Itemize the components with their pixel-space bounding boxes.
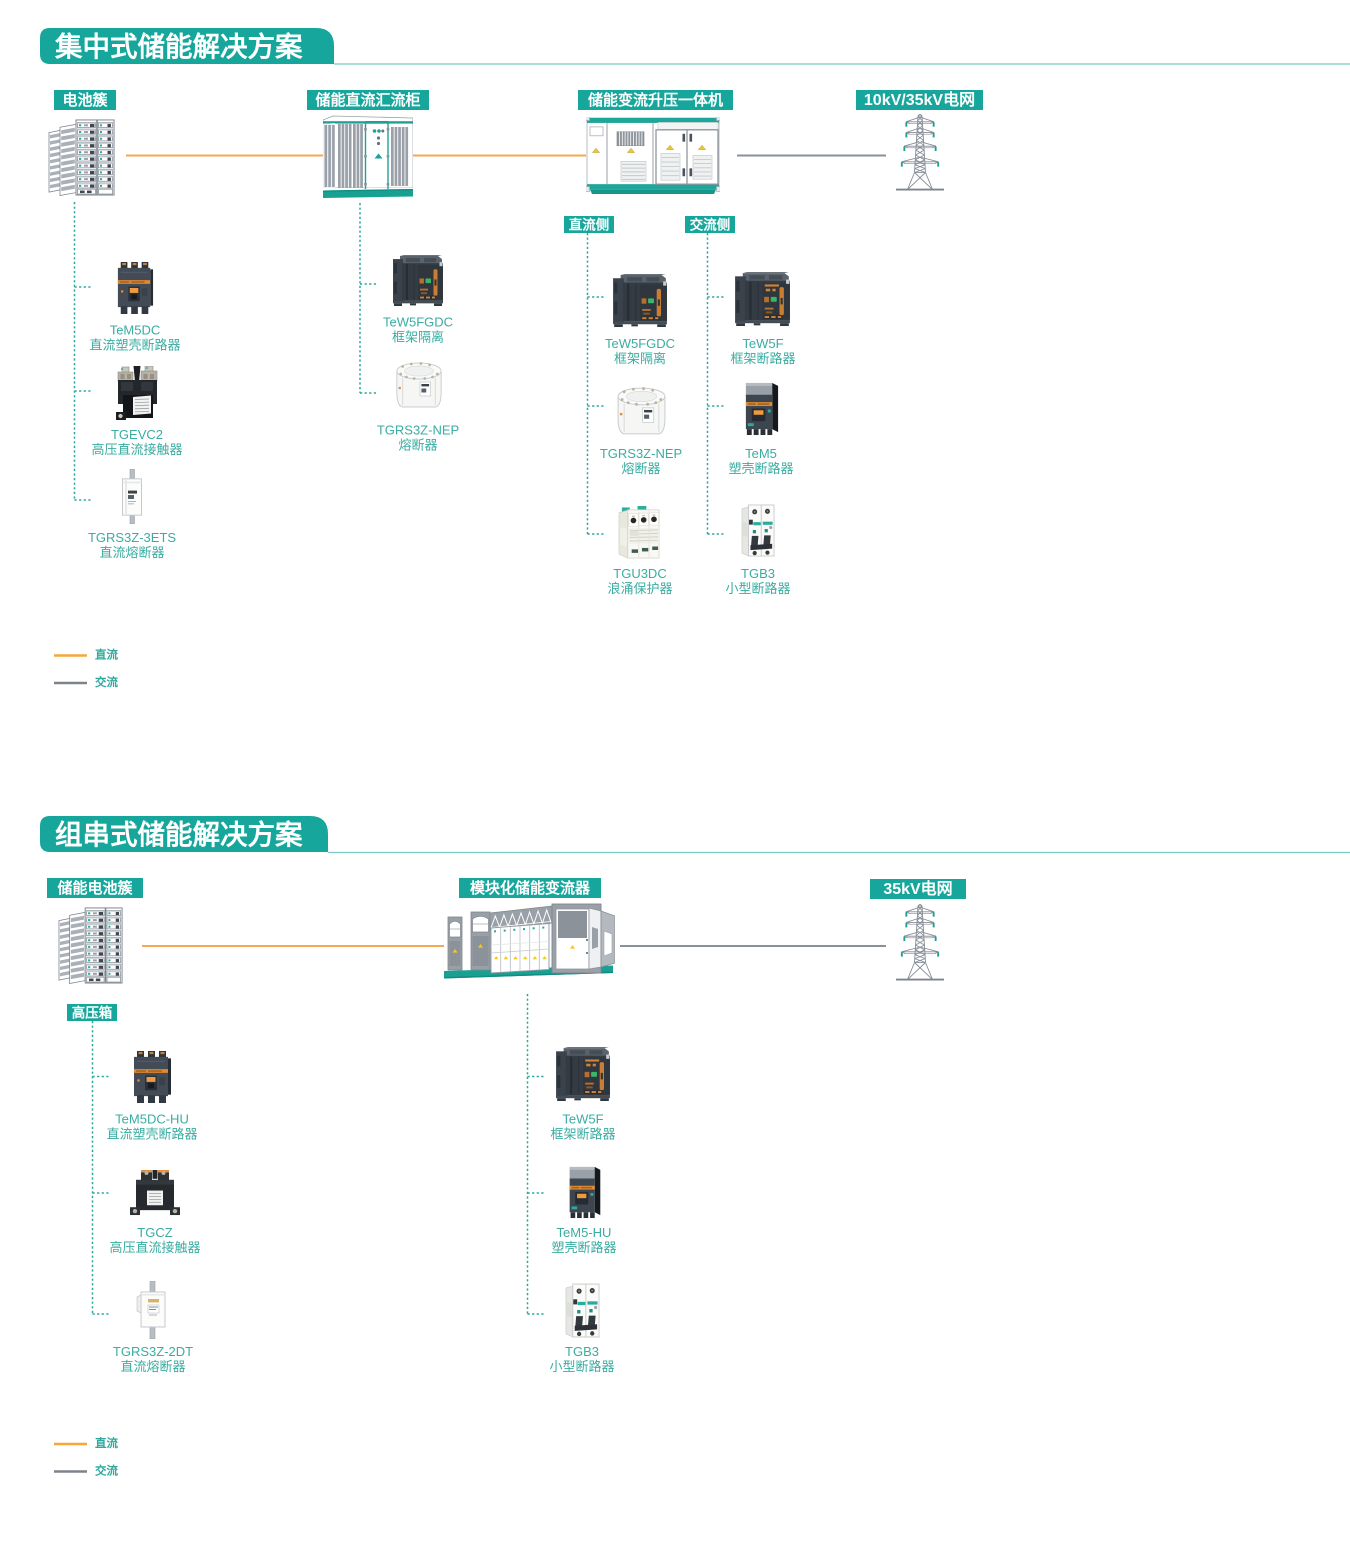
svg-text:交流: 交流 [95, 1464, 118, 1478]
svg-text:TeW5F: TeW5F [742, 336, 783, 351]
svg-text:小型断路器: 小型断路器 [725, 581, 790, 596]
svg-text:35kV电网: 35kV电网 [883, 879, 952, 898]
svg-text:塑壳断路器: 塑壳断路器 [728, 461, 793, 476]
svg-text:TGRS3Z-3ETS: TGRS3Z-3ETS [88, 530, 176, 545]
svg-text:TGRS3Z-NEP: TGRS3Z-NEP [600, 446, 682, 461]
svg-text:高压直流接触器: 高压直流接触器 [109, 1240, 200, 1255]
svg-text:TGU3DC: TGU3DC [613, 566, 666, 581]
svg-text:TeM5DC: TeM5DC [110, 323, 161, 338]
svg-text:高压箱: 高压箱 [72, 1005, 113, 1021]
svg-text:储能电池簇: 储能电池簇 [57, 879, 133, 897]
svg-text:TeM5DC-HU: TeM5DC-HU [115, 1112, 189, 1127]
svg-text:熔断器: 熔断器 [398, 438, 437, 453]
svg-text:模块化储能变流器: 模块化储能变流器 [470, 879, 591, 897]
svg-text:熔断器: 熔断器 [621, 461, 660, 476]
svg-text:TGRS3Z-NEP: TGRS3Z-NEP [377, 423, 459, 438]
svg-text:集中式储能解决方案: 集中式储能解决方案 [54, 31, 303, 62]
svg-text:浪涌保护器: 浪涌保护器 [607, 581, 672, 596]
svg-text:电池簇: 电池簇 [62, 91, 108, 109]
svg-text:TeM5: TeM5 [745, 446, 777, 461]
svg-text:TeW5FGDC: TeW5FGDC [605, 336, 675, 351]
svg-text:塑壳断路器: 塑壳断路器 [551, 1240, 616, 1255]
svg-text:10kV/35kV电网: 10kV/35kV电网 [864, 90, 975, 109]
svg-text:框架断路器: 框架断路器 [550, 1127, 615, 1142]
svg-text:框架隔离: 框架隔离 [392, 330, 444, 345]
svg-text:直流: 直流 [95, 1436, 118, 1450]
svg-text:直流熔断器: 直流熔断器 [99, 545, 164, 560]
svg-text:储能变流升压一体机: 储能变流升压一体机 [588, 91, 723, 109]
svg-text:TeW5F: TeW5F [562, 1112, 603, 1127]
svg-text:直流塑壳断路器: 直流塑壳断路器 [106, 1127, 197, 1142]
svg-text:TeM5-HU: TeM5-HU [557, 1225, 612, 1240]
svg-text:TGRS3Z-2DT: TGRS3Z-2DT [113, 1344, 193, 1359]
svg-text:组串式储能解决方案: 组串式储能解决方案 [55, 819, 303, 850]
svg-text:直流: 直流 [95, 648, 118, 662]
svg-text:小型断路器: 小型断路器 [549, 1359, 614, 1374]
svg-text:直流塑壳断路器: 直流塑壳断路器 [89, 338, 180, 353]
svg-text:TeW5FGDC: TeW5FGDC [383, 315, 453, 330]
svg-text:TGEVC2: TGEVC2 [111, 427, 163, 442]
svg-text:交流: 交流 [95, 675, 118, 689]
svg-text:高压直流接触器: 高压直流接触器 [91, 442, 182, 457]
svg-text:框架断路器: 框架断路器 [730, 351, 795, 366]
svg-text:TGB3: TGB3 [565, 1344, 599, 1359]
svg-text:直流侧: 直流侧 [569, 217, 610, 233]
svg-text:交流侧: 交流侧 [690, 217, 731, 233]
svg-text:TGCZ: TGCZ [137, 1225, 172, 1240]
svg-text:框架隔离: 框架隔离 [614, 351, 666, 366]
svg-text:直流熔断器: 直流熔断器 [120, 1359, 185, 1374]
svg-text:储能直流汇流柜: 储能直流汇流柜 [315, 91, 420, 109]
svg-text:TGB3: TGB3 [741, 566, 775, 581]
